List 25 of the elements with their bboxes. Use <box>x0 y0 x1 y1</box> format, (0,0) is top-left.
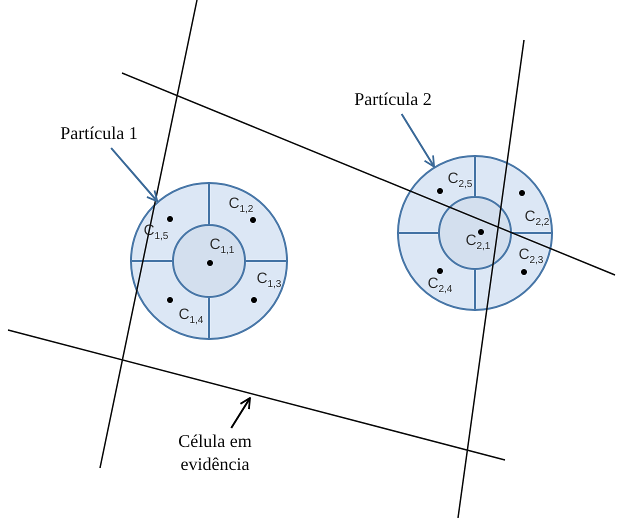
cell-label: C$_{1,4}$ <box>178 306 204 326</box>
particle-circle <box>131 183 287 339</box>
cell-label: C$_{2,4}$ <box>428 275 452 295</box>
callout-label: Partícula 2 <box>338 88 448 112</box>
cell-label: C$_{1,1}$ <box>210 236 234 256</box>
ring-cell <box>475 233 552 310</box>
ring-cell <box>209 183 287 261</box>
cell-label: C$_{2,5}$ <box>448 170 472 190</box>
ring-cell <box>209 261 287 339</box>
cell-label: C$_{2,1}$ <box>466 232 490 252</box>
cell-label: C$_{2,2}$ <box>524 208 550 228</box>
ring-cell <box>131 261 209 339</box>
cell-label: C$_{2,3}$ <box>518 246 544 266</box>
ring-cell <box>398 233 475 310</box>
callout-label: Partícula 1 <box>44 122 154 146</box>
cell-label: C$_{1,2}$ <box>228 195 254 215</box>
ring-cell <box>131 183 209 261</box>
callout-arrow <box>400 113 435 168</box>
callout-arrow <box>230 397 251 429</box>
particle-circle <box>398 156 552 310</box>
callout-label: Célula em evidência <box>160 430 270 477</box>
ring-cell <box>398 156 475 233</box>
cell-label: C$_{1,3}$ <box>256 270 282 290</box>
callout-arrow <box>110 147 158 202</box>
ring-cell <box>475 156 552 233</box>
